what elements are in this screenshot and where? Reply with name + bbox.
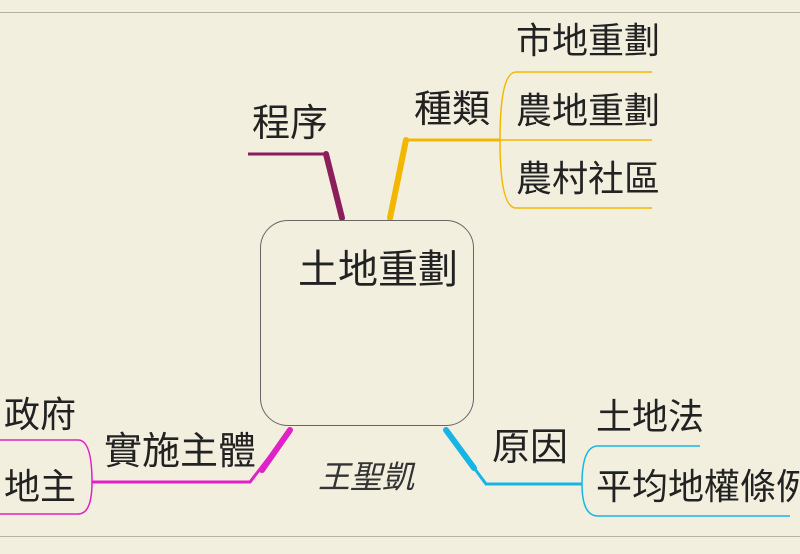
- author-signature: 王聖凱: [318, 458, 415, 496]
- types-child-3[interactable]: 農村社區: [516, 159, 661, 200]
- bottom-rule: [0, 536, 800, 537]
- reason-child-1[interactable]: 土地法: [596, 397, 705, 438]
- procedure-node[interactable]: 程序: [252, 101, 329, 145]
- types-child-1[interactable]: 市地重劃: [516, 21, 661, 62]
- implementer-child-2[interactable]: 地主: [4, 467, 77, 508]
- center-node-label: 土地重劃: [298, 247, 458, 293]
- reason-child-2[interactable]: 平均地權條例: [596, 467, 800, 508]
- top-rule: [0, 12, 800, 13]
- center-node-box[interactable]: [260, 220, 474, 426]
- types-child-2[interactable]: 農地重劃: [516, 91, 661, 132]
- types-node[interactable]: 種類: [414, 87, 491, 131]
- reason-node[interactable]: 原因: [492, 425, 569, 469]
- types-child-brackets: [499, 71, 652, 209]
- implementer-child-1[interactable]: 政府: [4, 395, 77, 436]
- implementer-child-brackets: [0, 439, 93, 515]
- implementer-node[interactable]: 實施主體: [104, 429, 257, 473]
- reason-child-brackets: [581, 445, 790, 517]
